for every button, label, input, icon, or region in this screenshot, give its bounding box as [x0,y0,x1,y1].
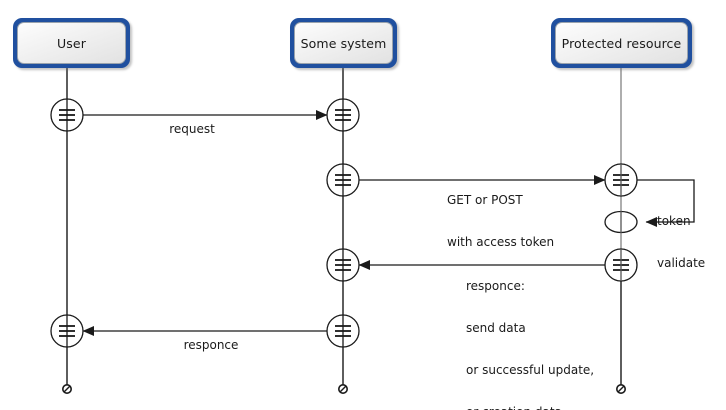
occurrence-node-user-responce[interactable] [50,314,84,348]
occurrence-node-resource-send-data[interactable] [604,248,638,282]
message-label-responce-data-line-3: or successful update, [466,363,595,377]
message-label-token-validate-line-1: token [657,214,691,228]
lifeline-label-some-system: Some system [300,35,387,51]
message-label-token-validate: token validate [657,186,723,298]
message-label-get-or-post-line-1: GET or POST [447,193,523,207]
lifeline-terminator-user [61,383,72,394]
lifeline-label-user: User [57,35,86,51]
lifeline-terminator-some-system [337,383,348,394]
message-label-request-line-1: request [169,122,215,136]
occurrence-node-system-receive-data[interactable] [326,248,360,282]
lifeline-header-user-inner: User [17,22,126,64]
message-label-token-validate-line-2: validate [657,256,706,270]
message-label-responce-data-line-2: send data [466,321,526,335]
message-label-responce-data-line-4: or creation data [466,405,636,410]
message-label-request: request [142,94,242,164]
lifeline-terminator-protected-resource [615,383,626,394]
message-label-responce-data: responce: send data or successful update… [466,251,636,410]
lifeline-header-protected-resource-inner: Protected resource [555,22,688,64]
lifeline-header-some-system[interactable]: Some system [290,18,397,68]
lifeline-header-protected-resource[interactable]: Protected resource [551,18,692,68]
message-label-responce-line-1: responce [183,338,239,352]
message-arrow-token-validate [637,179,695,228]
occurrence-node-system-receive-request[interactable] [326,98,360,132]
occurrence-node-system-send-get-post[interactable] [326,163,360,197]
occurrence-node-resource-receive-request[interactable] [604,163,638,197]
message-label-responce-data-line-1: responce: [466,279,525,293]
message-label-responce: responce [161,310,261,380]
message-label-get-or-post: GET or POST with access token [447,165,597,277]
occurrence-node-system-send-responce[interactable] [326,314,360,348]
lifeline-label-protected-resource: Protected resource [561,35,682,51]
occurrence-node-resource-token-validated[interactable] [604,210,638,234]
occurrence-node-user-request[interactable] [50,98,84,132]
lifeline-header-some-system-inner: Some system [294,22,393,64]
message-label-get-or-post-line-2: with access token [447,235,555,249]
lifeline-header-user[interactable]: User [13,18,130,68]
